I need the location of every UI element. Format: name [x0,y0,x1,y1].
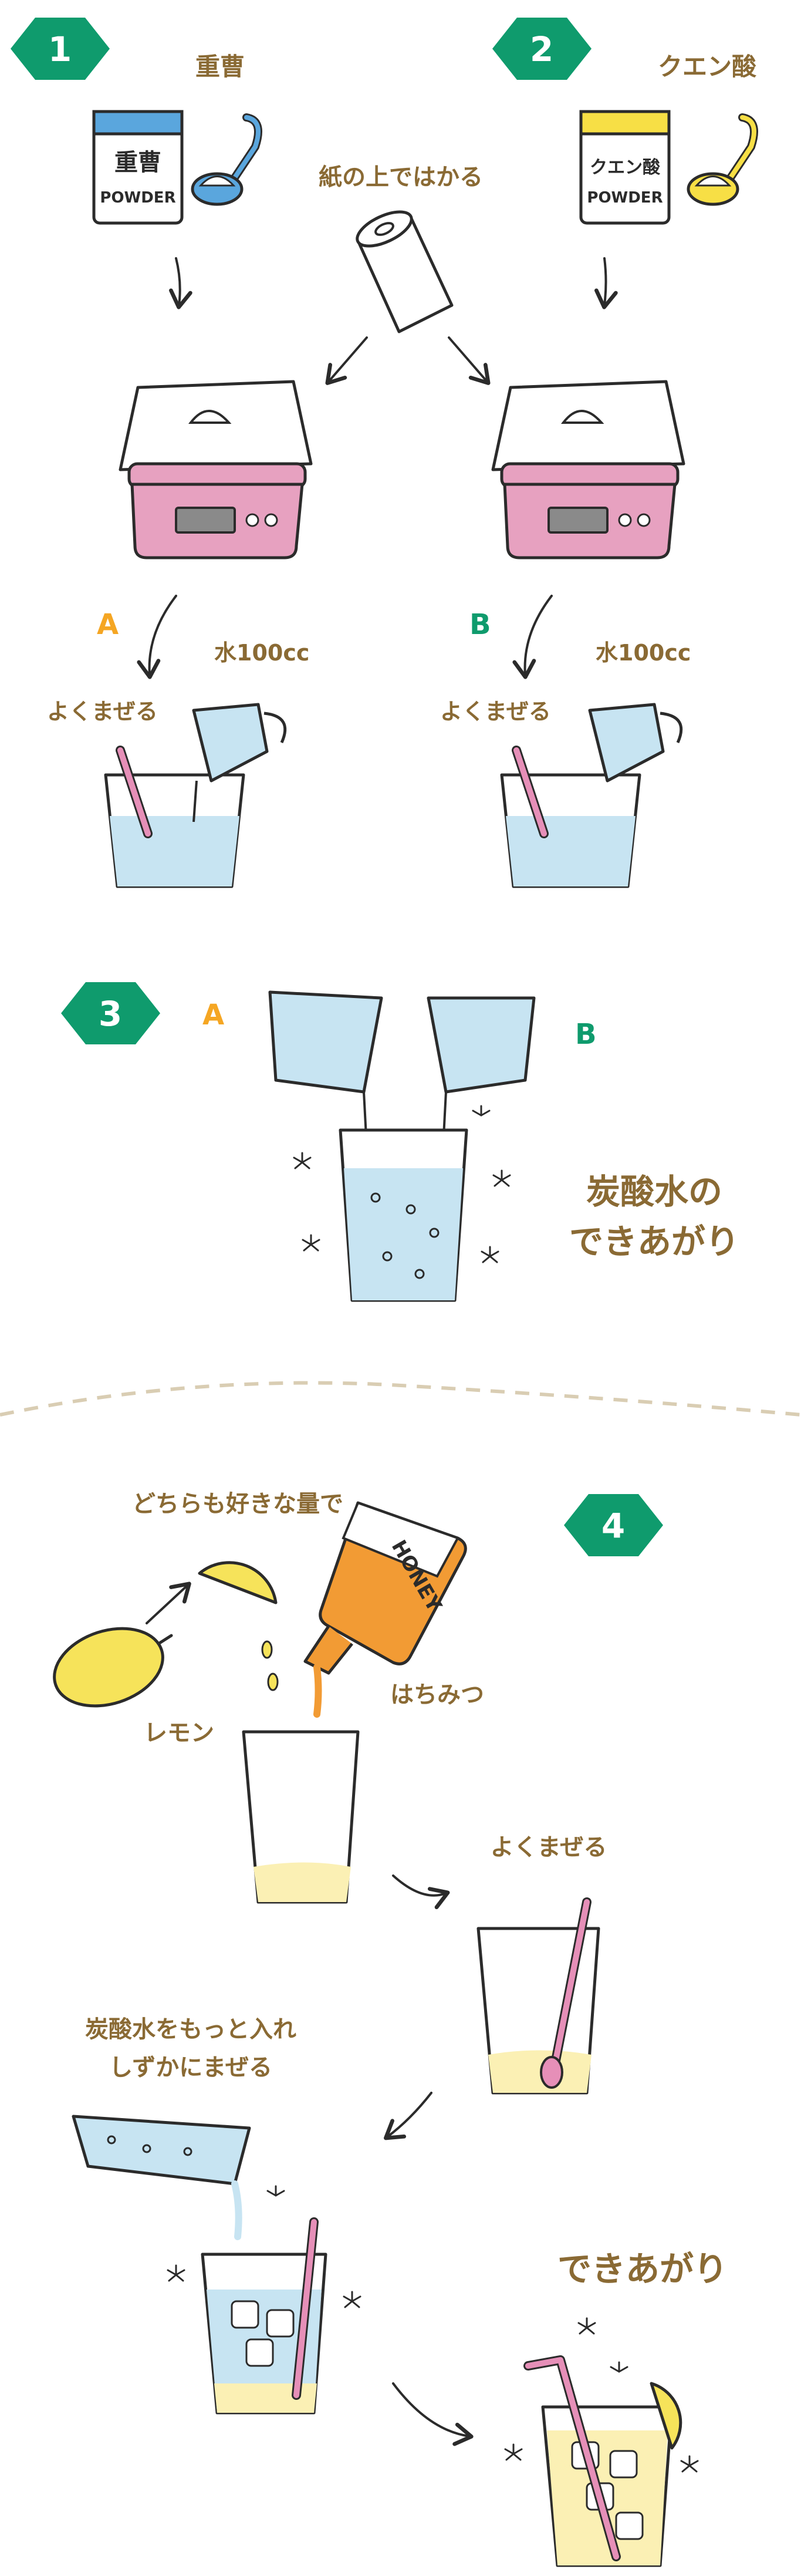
fizz-sparkle-icon [293,1105,511,1263]
curved-arrow-icon [325,336,368,385]
step-4-number: 4 [601,1506,625,1546]
curved-arrow-icon [137,595,177,679]
curved-arrow-icon [392,2382,474,2446]
curved-arrow-icon [512,595,553,679]
package-1-powder: POWDER [100,189,175,207]
lemon-slice-icon [198,1561,278,1604]
water-label-b: 水100cc [596,640,691,666]
lemon-label: レモン [144,1719,214,1746]
water-label-a: 水100cc [214,640,309,666]
package-2-powder: POWDER [587,189,663,207]
curved-arrow-icon [594,257,618,309]
step-2-badge: 2 [492,18,592,80]
carbonated-water-line2: できあがり [569,1222,739,1262]
finished-drink [523,2355,682,2567]
lemon-drop [267,1673,279,1691]
curved-arrow-icon [448,336,491,385]
carbonated-water-line1: 炭酸水の [586,1172,722,1212]
stir-label-a: よくまぜる [47,699,158,724]
measuring-spoon-icon [191,113,262,206]
step-4-badge: 4 [564,1494,663,1556]
hexagon-badge-icon [11,18,110,80]
paper-roll-icon [356,210,454,333]
letter-b: B [469,608,491,641]
step-3-badge: 3 [61,982,160,1044]
step-1-title: 重曹 [195,52,245,81]
step-2-title: クエン酸 [658,52,757,81]
honey-bottle-icon: HONEY [303,1501,467,1718]
weigh-on-paper-label: 紙の上ではかる [319,164,483,191]
hexagon-badge-icon [492,18,592,80]
glass-icon [476,1897,600,2095]
either-amount-label: どちらも好きな量で [132,1491,343,1518]
glass-icon [72,2115,327,2415]
package-2-label: クエン酸 [590,157,661,178]
lemon-icon [53,1627,173,1708]
lemon-drop [261,1640,273,1659]
kitchen-scale-left [119,380,313,559]
stir-well-label: よくまぜる [491,1834,607,1861]
curved-arrow-icon [384,2092,432,2140]
step-3-number: 3 [99,994,122,1034]
curved-arrow-icon [169,257,192,309]
section-divider [0,1381,801,1417]
step-3-letter-a: A [202,999,224,1031]
honey-label: はちみつ [390,1681,484,1708]
step-1-badge: 1 [11,18,110,80]
step-1-number: 1 [48,29,72,69]
done-label: できあがり [557,2249,728,2289]
add-more-line1: 炭酸水をもっと入れ [85,2016,296,2043]
step-2-number: 2 [530,29,553,69]
glass-icon [500,703,683,888]
hexagon-badge-icon [564,1494,663,1556]
package-1-label: 重曹 [114,149,161,176]
hexagon-badge-icon [61,982,160,1044]
fizz-sparkle-icon [167,2185,361,2308]
glass-icon [104,703,287,888]
step-3-letter-b: B [575,1018,597,1051]
curved-arrow-icon [392,1874,450,1910]
curved-arrow-icon [146,1582,191,1624]
citric-acid-package: クエン酸 POWDER [579,110,671,225]
add-more-line2: しずかにまぜる [109,2054,272,2081]
measuring-spoon-icon [687,113,758,206]
baking-soda-package: 重曹 POWDER [92,110,184,225]
kitchen-scale-right [491,380,685,559]
mixing-glass [268,990,536,1302]
glass-icon [242,1730,360,1904]
letter-a: A [97,608,119,641]
stir-label-b: よくまぜる [440,699,551,724]
fizz-sparkle-icon [504,2317,699,2473]
